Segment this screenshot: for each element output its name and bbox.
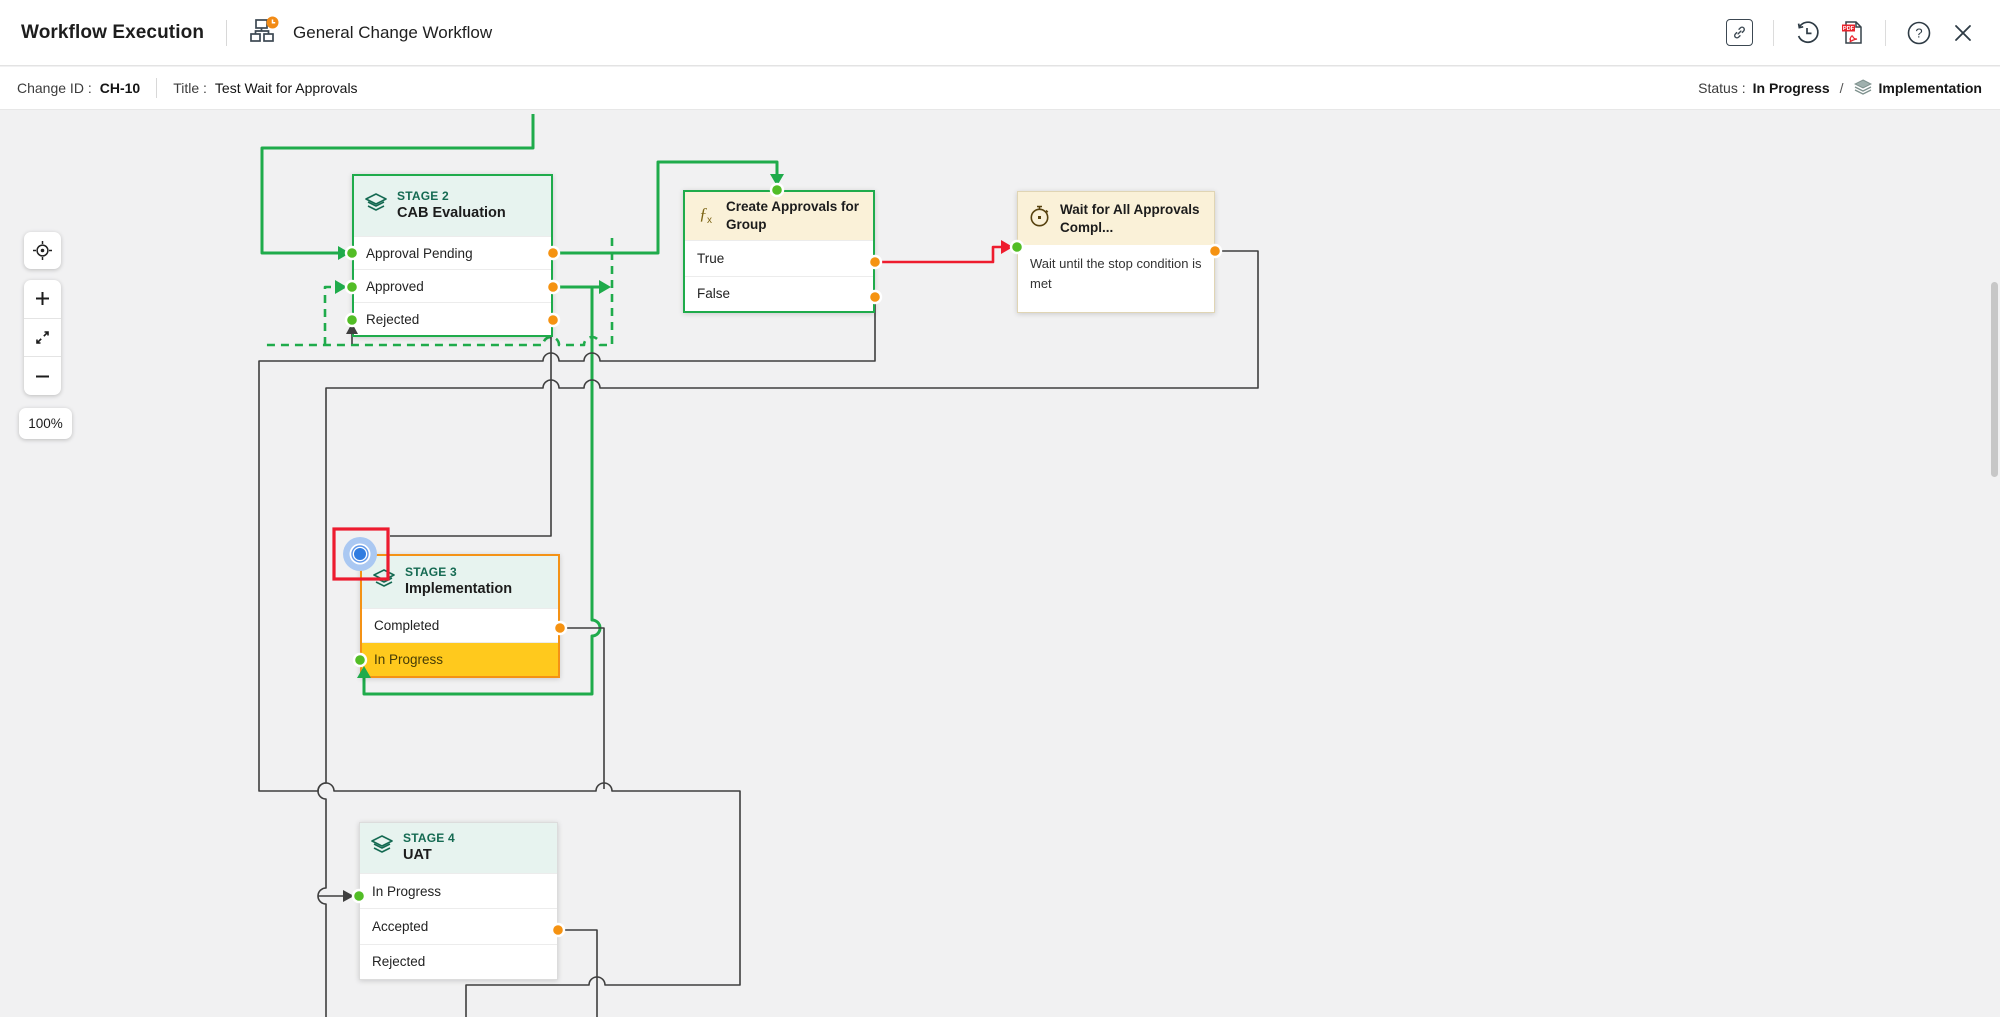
node-stage3-implementation[interactable]: STAGE 3 Implementation Completed In Prog…: [360, 554, 560, 678]
status-value: In Progress: [1752, 80, 1830, 96]
node-stage4-uat[interactable]: STAGE 4 UAT In Progress Accepted Rejecte…: [359, 822, 558, 980]
status-label: Status :: [1698, 80, 1746, 96]
edge-true-to-wait: [877, 245, 1003, 264]
execution-point-marker[interactable]: [343, 537, 377, 571]
wait-header: Wait for All Approvals Compl...: [1018, 192, 1214, 245]
create-approvals-header: ƒ x Create Approvals for Group: [685, 192, 873, 240]
vertical-scrollbar[interactable]: [1991, 282, 1998, 477]
red-arrowhead: [1001, 240, 1013, 254]
node-wait-for-approvals[interactable]: Wait for All Approvals Compl... Wait unt…: [1017, 191, 1215, 313]
workflow-icon: [249, 16, 281, 49]
function-icon: ƒ x: [695, 202, 717, 231]
edge-uat-accepted-out: [560, 929, 598, 1017]
header-divider: [226, 19, 228, 46]
workflow-canvas[interactable]: STAGE 2 CAB Evaluation Approval Pending …: [0, 110, 2000, 1017]
stage3-row-completed[interactable]: Completed: [362, 608, 558, 642]
create-approvals-title: Create Approvals for Group: [726, 199, 860, 232]
layers-icon: [364, 193, 388, 219]
svg-text:ƒ: ƒ: [699, 204, 708, 223]
connector-overlay: [332, 174, 1223, 938]
help-icon[interactable]: ?: [1906, 20, 1932, 46]
edge-approved-to-stage3-inprogress: [362, 285, 602, 696]
edge-wait-return-loop: [317, 250, 1259, 1017]
stage4-header: STAGE 4 UAT: [360, 823, 557, 873]
black-arrowheads: [343, 323, 358, 902]
wait-title: Wait for All Approvals Compl...: [1060, 201, 1200, 235]
current-stage: Implementation: [1878, 80, 1982, 96]
info-divider: [156, 78, 158, 98]
svg-text:PDF: PDF: [1843, 26, 1855, 32]
zoom-level-indicator: 100%: [19, 408, 72, 439]
create-approvals-row-true[interactable]: True: [685, 240, 873, 276]
edge-stage3-completed-out: [562, 627, 605, 789]
timer-icon: [1028, 204, 1051, 233]
change-id-label: Change ID :: [17, 80, 92, 96]
info-bar: Change ID : CH-10 Title : Test Wait for …: [0, 67, 2000, 110]
create-approvals-row-false[interactable]: False: [685, 275, 873, 311]
copy-link-icon[interactable]: [1726, 19, 1753, 46]
stage2-row-rejected[interactable]: Rejected: [354, 302, 551, 335]
zoom-control-group: [24, 280, 61, 395]
svg-text:x: x: [707, 215, 712, 226]
green-arrowheads: [335, 174, 784, 678]
stage4-row-in-progress[interactable]: In Progress: [360, 873, 557, 909]
layers-icon: [370, 835, 394, 861]
page-title: Workflow Execution: [21, 21, 205, 43]
stage2-label: STAGE 2: [397, 189, 449, 204]
history-icon[interactable]: [1794, 20, 1820, 46]
node-create-approvals[interactable]: ƒ x Create Approvals for Group True Fals…: [683, 190, 875, 313]
zoom-out-button[interactable]: [24, 356, 61, 395]
execution-selection-box: [332, 527, 390, 581]
stage4-name: UAT: [403, 847, 432, 864]
wait-description: Wait until the stop condition is met: [1030, 256, 1202, 291]
edge-start-to-approval-pending: [260, 114, 535, 255]
connector-lines: [258, 114, 1259, 1017]
green-ports: [344, 182, 1025, 904]
change-id-value: CH-10: [99, 80, 141, 96]
workflow-name: General Change Workflow: [293, 22, 493, 42]
stage4-row-accepted[interactable]: Accepted: [360, 908, 557, 944]
stage2-header: STAGE 2 CAB Evaluation: [354, 176, 551, 236]
layers-icon: [1853, 78, 1872, 98]
close-icon[interactable]: [1952, 22, 1974, 44]
export-pdf-icon[interactable]: PDF: [1840, 19, 1865, 46]
edge-rejected-to-stage3-marker: [390, 322, 552, 537]
edge-dashed-loop: [264, 238, 614, 347]
svg-text:?: ?: [1915, 25, 1922, 40]
stage2-name: CAB Evaluation: [397, 205, 506, 222]
stage3-label: STAGE 3: [405, 565, 457, 580]
toolbar-divider: [1773, 19, 1774, 46]
app-header: Workflow Execution General Change Workfl…: [0, 0, 2000, 66]
status-separator: /: [1839, 80, 1844, 96]
stage4-label: STAGE 4: [403, 831, 455, 846]
orange-ports: [545, 243, 1223, 938]
toolbar-divider: [1885, 19, 1886, 46]
stage2-row-approved[interactable]: Approved: [354, 269, 551, 302]
locate-button[interactable]: [24, 232, 61, 269]
zoom-in-button[interactable]: [24, 280, 61, 318]
edge-dashed-to-approved: [323, 285, 337, 345]
node-stage2-cab-evaluation[interactable]: STAGE 2 CAB Evaluation Approval Pending …: [352, 174, 553, 337]
stage3-header: STAGE 3 Implementation: [362, 556, 558, 608]
title-value: Test Wait for Approvals: [214, 80, 358, 96]
fit-screen-button[interactable]: [24, 317, 61, 357]
stage2-row-approval-pending[interactable]: Approval Pending: [354, 236, 551, 269]
stage3-name: Implementation: [405, 581, 513, 598]
stage3-row-in-progress-active[interactable]: In Progress: [362, 642, 558, 676]
stage4-row-rejected[interactable]: Rejected: [360, 943, 557, 979]
edge-approval-pending-to-create-approvals: [557, 160, 779, 255]
title-label: Title :: [173, 80, 207, 96]
